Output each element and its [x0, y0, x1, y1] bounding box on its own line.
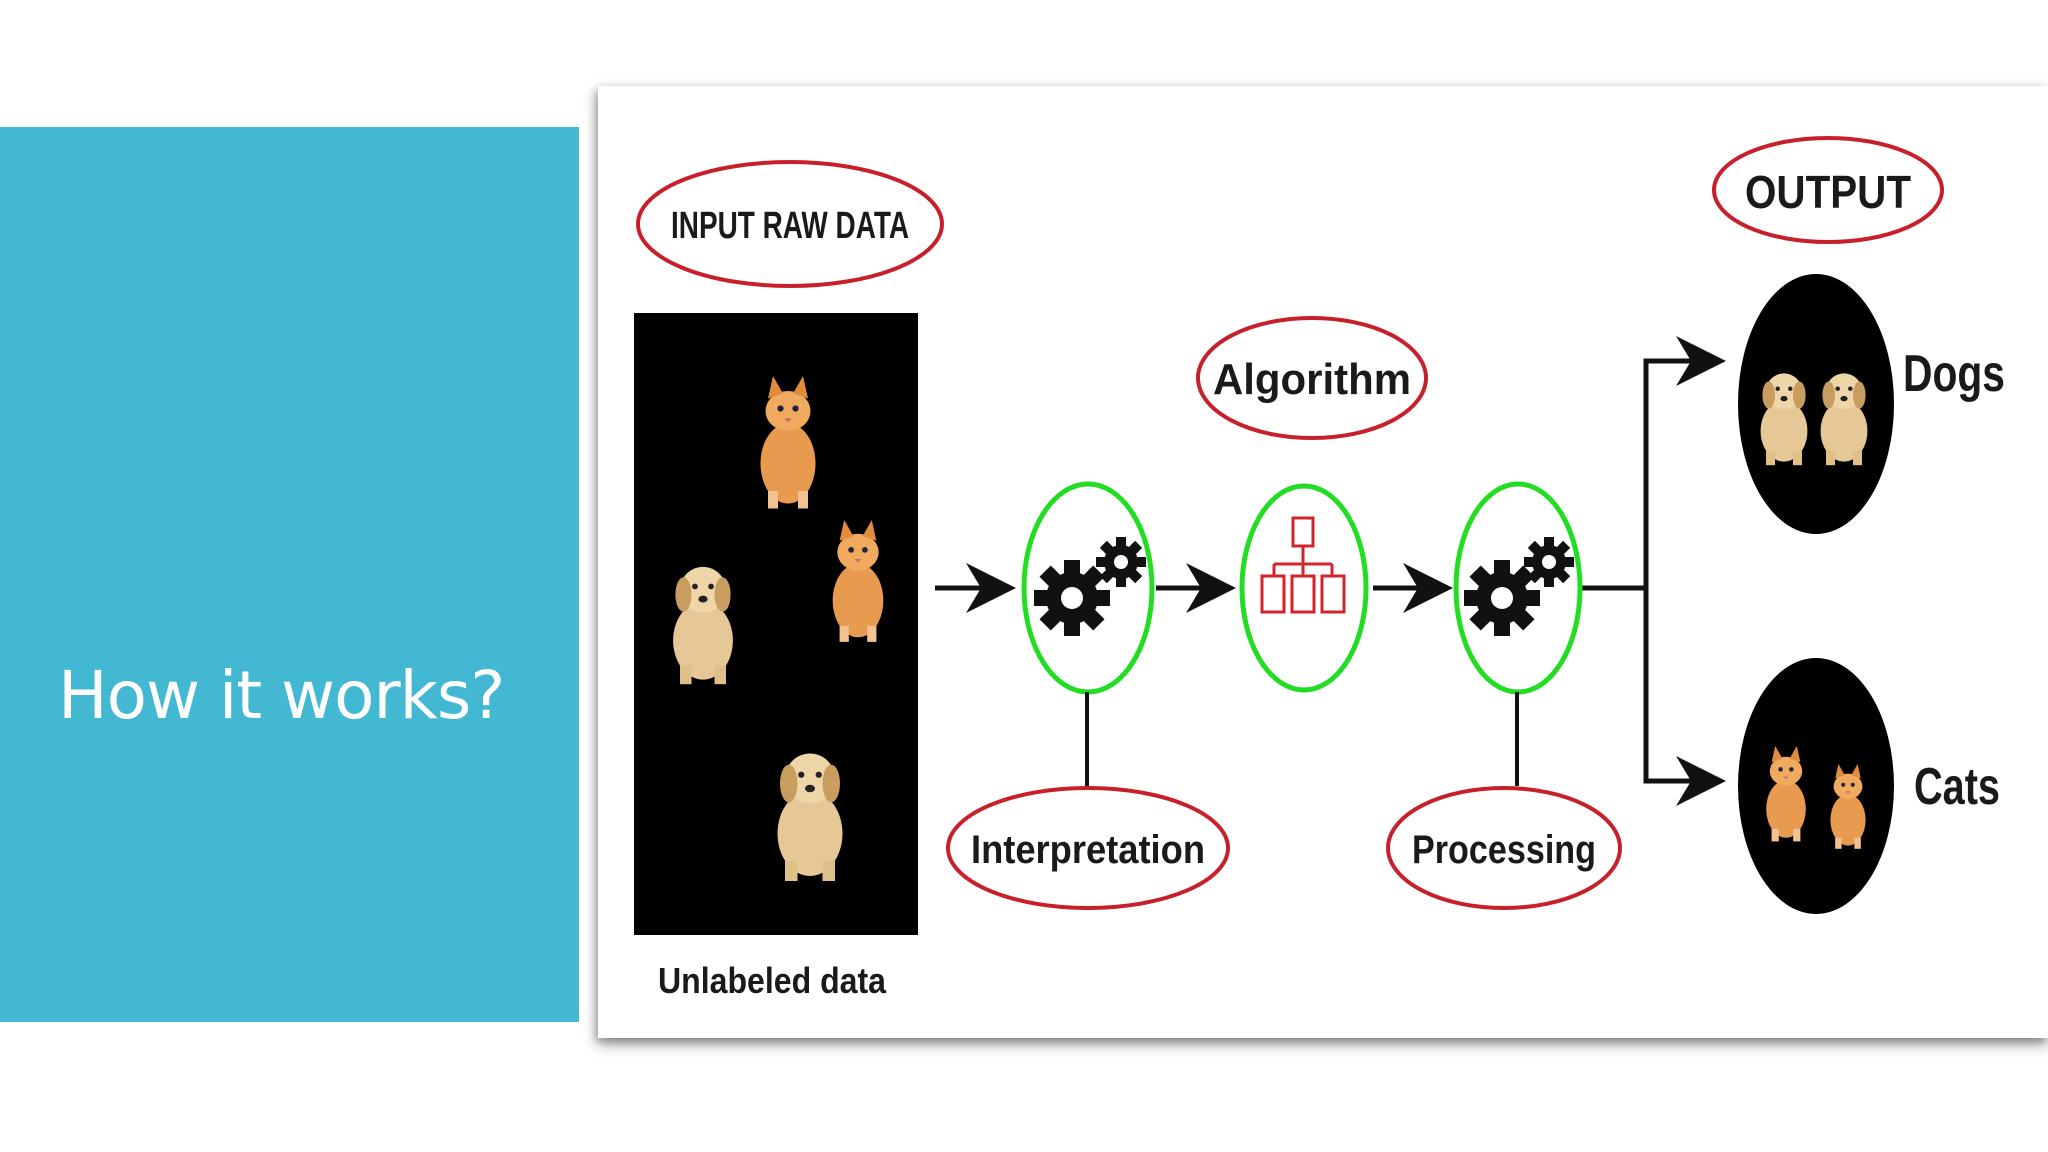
- interpretation-gears-icon: [1024, 484, 1152, 692]
- dogs-output-label: Dogs: [1903, 345, 2005, 403]
- svg-text:Algorithm: Algorithm: [1213, 355, 1411, 404]
- dogs-and-cats-photo: [634, 313, 918, 935]
- svg-text:INPUT RAW DATA: INPUT RAW DATA: [671, 205, 909, 247]
- unsupervised-learning-diagram: INPUT RAW DATA Unlabeled data: [598, 86, 2048, 1038]
- svg-text:Processing: Processing: [1412, 828, 1596, 872]
- dogs-cluster-photo: [1738, 274, 1894, 534]
- hierarchy-icon: [1242, 486, 1366, 690]
- interpretation-label: Interpretation: [948, 788, 1228, 908]
- title-panel: How it works?: [0, 127, 579, 1022]
- processing-gears-icon: [1456, 484, 1580, 692]
- cats-cluster-photo: [1738, 658, 1894, 914]
- unlabeled-data-caption: Unlabeled data: [658, 960, 887, 1001]
- algorithm-label: Algorithm: [1198, 318, 1426, 438]
- processing-label: Processing: [1388, 788, 1620, 908]
- svg-text:Interpretation: Interpretation: [971, 828, 1205, 872]
- slide-title: How it works?: [58, 657, 504, 734]
- cats-output-label: Cats: [1914, 758, 2000, 816]
- input-raw-data-label: INPUT RAW DATA: [638, 162, 942, 286]
- svg-text:OUTPUT: OUTPUT: [1745, 166, 1911, 218]
- output-label: OUTPUT: [1714, 138, 1942, 242]
